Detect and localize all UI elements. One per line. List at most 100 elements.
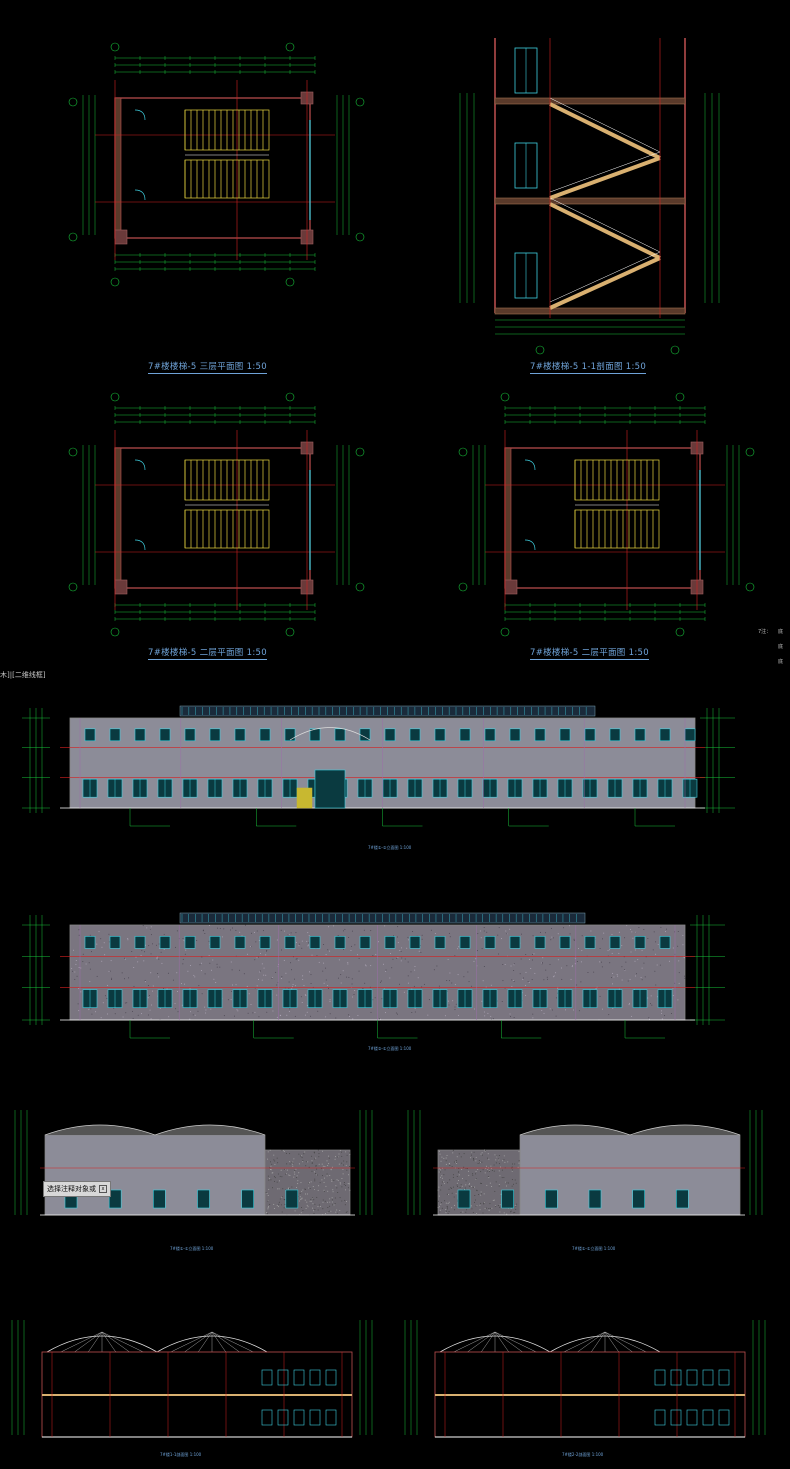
brick-texture <box>512 1166 513 1167</box>
brick-texture <box>487 1013 488 1014</box>
brick-texture <box>110 971 111 972</box>
brick-texture <box>96 944 97 945</box>
brick-texture <box>282 1188 283 1189</box>
brick-texture <box>484 927 485 928</box>
brick-texture <box>272 1172 273 1173</box>
brick-texture <box>375 997 376 998</box>
brick-texture <box>504 1155 505 1156</box>
truss-web <box>102 1332 130 1352</box>
brick-texture <box>520 973 521 974</box>
brick-texture <box>612 973 613 974</box>
brick-texture <box>302 1210 303 1211</box>
brick-texture <box>415 1011 416 1012</box>
truss-web <box>468 1332 496 1352</box>
brick-texture <box>440 1177 441 1178</box>
window-upper <box>135 729 145 741</box>
brick-texture <box>518 1163 519 1164</box>
brick-texture <box>148 997 149 998</box>
window-upper <box>610 729 620 741</box>
brick-texture <box>447 1194 448 1195</box>
brick-texture <box>269 1178 270 1179</box>
brick-texture <box>202 993 203 994</box>
brick-texture <box>281 1170 282 1171</box>
brick-texture <box>327 949 328 950</box>
brick-texture <box>458 974 459 975</box>
brick-texture <box>336 1187 337 1188</box>
brick-texture <box>448 1001 449 1002</box>
brick-texture <box>378 941 379 942</box>
brick-texture <box>570 933 571 934</box>
brick-texture <box>292 1162 293 1163</box>
brick-texture <box>273 1204 274 1205</box>
brick-texture <box>327 1207 328 1208</box>
close-icon[interactable]: x <box>99 1185 107 1193</box>
brick-texture <box>274 1181 275 1182</box>
annotation-tooltip[interactable]: 选择注释对象或x <box>43 1181 111 1197</box>
brick-texture <box>427 1015 428 1016</box>
brick-texture <box>487 1169 488 1170</box>
brick-texture <box>533 953 534 954</box>
brick-texture <box>78 929 79 930</box>
brick-texture <box>477 933 478 934</box>
brick-texture <box>354 944 355 945</box>
brick-texture <box>133 1018 134 1019</box>
brick-texture <box>643 929 644 930</box>
handrail <box>550 198 660 252</box>
brick-texture <box>448 1189 449 1190</box>
second-floor-plan-a-title: 7#楼楼梯-5 二层平面图 1:50 <box>148 646 267 658</box>
stair-flight <box>550 158 660 198</box>
brick-texture <box>434 969 435 970</box>
brick-texture <box>629 1003 630 1004</box>
brick-texture <box>483 1202 484 1203</box>
brick-texture <box>305 1200 306 1201</box>
window <box>278 1370 288 1385</box>
brick-texture <box>511 986 512 987</box>
brick-texture <box>452 1193 453 1194</box>
brick-texture <box>109 971 110 972</box>
brick-texture <box>421 986 422 987</box>
brick-texture <box>491 985 492 986</box>
brick-texture <box>164 934 165 935</box>
brick-texture <box>383 964 384 965</box>
brick-texture <box>414 986 415 987</box>
brick-texture <box>629 1004 630 1005</box>
brick-texture <box>587 972 588 973</box>
brick-texture <box>268 1180 269 1181</box>
truss-web <box>212 1332 226 1352</box>
axis-bubble <box>286 43 294 51</box>
brick-texture <box>506 1214 507 1215</box>
brick-texture <box>296 1187 297 1188</box>
brick-texture <box>654 931 655 932</box>
brick-texture <box>683 957 684 958</box>
brick-texture <box>603 933 604 934</box>
brick-texture <box>490 1166 491 1167</box>
brick-texture <box>298 945 299 946</box>
window-upper <box>385 936 395 948</box>
brick-texture <box>99 931 100 932</box>
brick-texture <box>479 1205 480 1206</box>
brick-texture <box>327 1202 328 1203</box>
brick-texture <box>506 1185 507 1186</box>
brick-texture <box>265 954 266 955</box>
brick-texture <box>506 1182 507 1183</box>
brick-texture <box>324 1182 325 1183</box>
brick-texture <box>475 1160 476 1161</box>
brick-texture <box>267 1159 268 1160</box>
brick-texture <box>410 971 411 972</box>
brick-texture <box>133 967 134 968</box>
viewport-label[interactable]: 木]|[二维线框] <box>0 670 46 680</box>
brick-texture <box>245 925 246 926</box>
brick-texture <box>464 1189 465 1190</box>
brick-texture <box>619 932 620 933</box>
brick-texture <box>449 973 450 974</box>
brick-texture <box>534 973 535 974</box>
brick-texture <box>326 1160 327 1161</box>
brick-texture <box>252 1012 253 1013</box>
brick-texture <box>494 1171 495 1172</box>
brick-texture <box>315 1173 316 1174</box>
axis-bubble <box>746 448 754 456</box>
brick-texture <box>251 1004 252 1005</box>
brick-texture <box>132 1011 133 1012</box>
brick-texture <box>631 1016 632 1017</box>
